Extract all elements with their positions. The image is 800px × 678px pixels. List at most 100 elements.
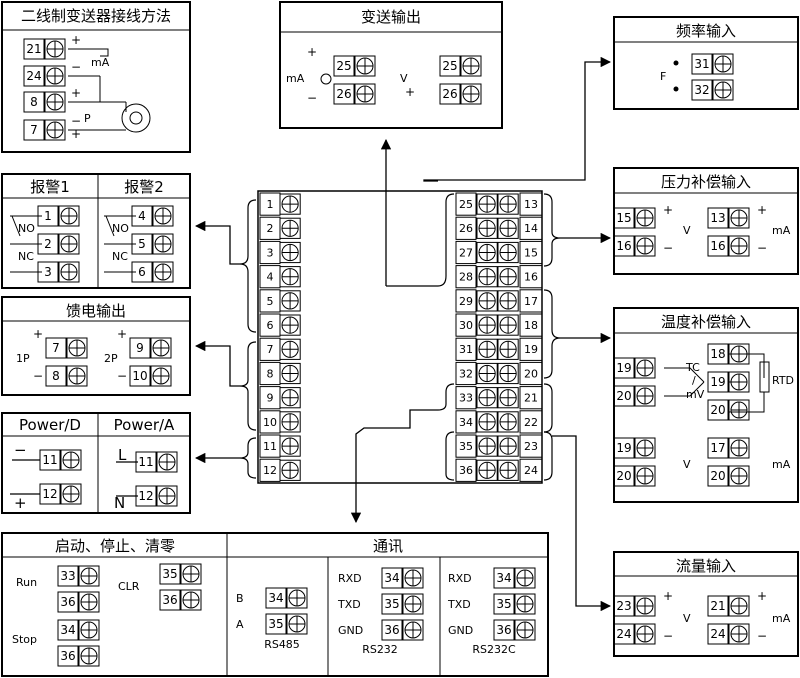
alarm2-nc: NC bbox=[112, 250, 128, 263]
terminal-number: 26 bbox=[336, 87, 351, 101]
two-wire-title: 二线制变送器接线方法 bbox=[21, 7, 171, 25]
section-alarm: 报警1 报警2 bbox=[1, 173, 191, 289]
terminal-number: 2 bbox=[44, 237, 52, 251]
polarity-sign: − bbox=[117, 369, 127, 383]
terminal-number: 9 bbox=[136, 341, 144, 355]
section-details bbox=[10, 48, 770, 497]
terminal-number: 24 bbox=[26, 69, 41, 83]
power-l: L bbox=[118, 446, 127, 464]
two-wire-unit: mA bbox=[91, 56, 110, 69]
terminal-number: 13 bbox=[710, 211, 725, 225]
terminal-number: 34 bbox=[60, 623, 75, 637]
terminal-number: 35 bbox=[268, 617, 283, 631]
terminal-number: 11 bbox=[42, 453, 57, 467]
terminal-number: 6 bbox=[138, 265, 146, 279]
terminal-number: 31 bbox=[459, 343, 473, 356]
power-plus: + bbox=[14, 494, 27, 512]
terminal-7: 7 bbox=[45, 337, 88, 359]
terminal-number: 1 bbox=[44, 209, 52, 223]
terminal-36: 36 bbox=[493, 619, 536, 641]
terminal-35: 35 bbox=[493, 593, 536, 615]
connection-arrows bbox=[194, 56, 612, 612]
terminal-number: 20 bbox=[616, 389, 631, 403]
polarity-sign: + bbox=[663, 203, 673, 217]
terminal-23: 23 bbox=[613, 595, 656, 617]
terminal-number: 20 bbox=[524, 367, 538, 380]
terminal-number: 24 bbox=[524, 464, 538, 477]
pressure-title: 压力补偿输入 bbox=[661, 173, 751, 191]
terminal-number: 30 bbox=[459, 319, 473, 332]
terminal-10: 10 bbox=[129, 365, 172, 387]
rs232-txd: TXD bbox=[337, 598, 361, 611]
terminal-35: 35 bbox=[159, 563, 202, 585]
terminal-32: 32 bbox=[691, 79, 734, 101]
polarity-sign: − bbox=[307, 91, 317, 105]
rs232-gnd: GND bbox=[338, 624, 363, 637]
terminal-number: 22 bbox=[524, 416, 538, 429]
terminal-number: 33 bbox=[459, 392, 473, 405]
rs232-rxd: RXD bbox=[338, 572, 362, 585]
terminal-26: 26 bbox=[439, 83, 482, 105]
terminal-number: 11 bbox=[263, 440, 277, 453]
terminal-number: 29 bbox=[459, 295, 473, 308]
rs232c-name: RS232C bbox=[472, 643, 516, 656]
rs232-name: RS232 bbox=[362, 643, 398, 656]
terminal-36: 36 bbox=[159, 589, 202, 611]
terminal-3: 3 bbox=[37, 261, 80, 283]
alarm2-no: NO bbox=[112, 222, 129, 235]
terminal-26: 26 bbox=[333, 83, 376, 105]
terminal-13: 13 bbox=[707, 207, 750, 229]
center-terminal-2: 2 bbox=[259, 216, 301, 240]
pressure-ma: mA bbox=[772, 224, 791, 237]
polarity-sign: + bbox=[117, 327, 127, 341]
center-terminal-9: 9 bbox=[259, 386, 301, 410]
terminal-number: 16 bbox=[616, 239, 631, 253]
section-bottom: 启动、停止、清零 通讯 bbox=[1, 532, 549, 677]
terminal-number: 19 bbox=[524, 343, 538, 356]
terminal-number: 5 bbox=[267, 295, 274, 308]
terminal-34: 34 bbox=[265, 587, 308, 609]
terminal-number: 25 bbox=[459, 198, 473, 211]
terminal-12: 12 bbox=[135, 485, 178, 507]
alarm2-title: 报警2 bbox=[124, 178, 164, 196]
terminal-number: 32 bbox=[459, 367, 473, 380]
terminal-number: 12 bbox=[42, 487, 57, 501]
section-labels: mA P mA V F V mA NO NC NO NC 1P 2P L N −… bbox=[12, 56, 794, 656]
terminal-number: 20 bbox=[616, 469, 631, 483]
feed-1p: 1P bbox=[16, 352, 30, 365]
section-terminals: 212487+−+−+25262526+−+313215161316+−+−12… bbox=[23, 33, 767, 667]
terminal-24: 24 bbox=[613, 623, 656, 645]
terminal-number: 26 bbox=[442, 87, 457, 101]
two-wire-terminal-8: 8 bbox=[23, 91, 66, 113]
alarm1-title: 报警1 bbox=[30, 178, 70, 196]
terminal-number: 24 bbox=[616, 627, 631, 641]
rs232c-txd: TXD bbox=[447, 598, 471, 611]
start-title: 启动、停止、清零 bbox=[55, 537, 175, 555]
terminal-number: 21 bbox=[710, 599, 725, 613]
terminal-36: 36 bbox=[57, 591, 100, 613]
rs485-b: B bbox=[236, 592, 244, 605]
terminal-number: 19 bbox=[616, 441, 631, 455]
terminal-number: 11 bbox=[138, 455, 153, 469]
terminal-number: 28 bbox=[459, 271, 473, 284]
terminal-number: 19 bbox=[616, 361, 631, 375]
rs485-a: A bbox=[236, 618, 244, 631]
terminal-35: 35 bbox=[265, 613, 308, 635]
terminal-number: 33 bbox=[60, 569, 75, 583]
center-block bbox=[257, 190, 543, 484]
temp-title: 温度补偿输入 bbox=[661, 313, 751, 331]
section-flow: 流量输入 bbox=[613, 551, 799, 657]
temp-rtd: RTD bbox=[772, 374, 794, 387]
flow-title: 流量输入 bbox=[676, 557, 736, 575]
two-wire-p: P bbox=[84, 112, 91, 125]
terminal-number: 20 bbox=[710, 469, 725, 483]
terminal-34: 34 bbox=[57, 619, 100, 641]
terminal-16: 16 bbox=[613, 235, 656, 257]
flow-ma: mA bbox=[772, 612, 791, 625]
rs232c-rxd: RXD bbox=[448, 572, 472, 585]
terminal-number: 32 bbox=[694, 83, 709, 97]
polarity-sign: + bbox=[33, 327, 43, 341]
